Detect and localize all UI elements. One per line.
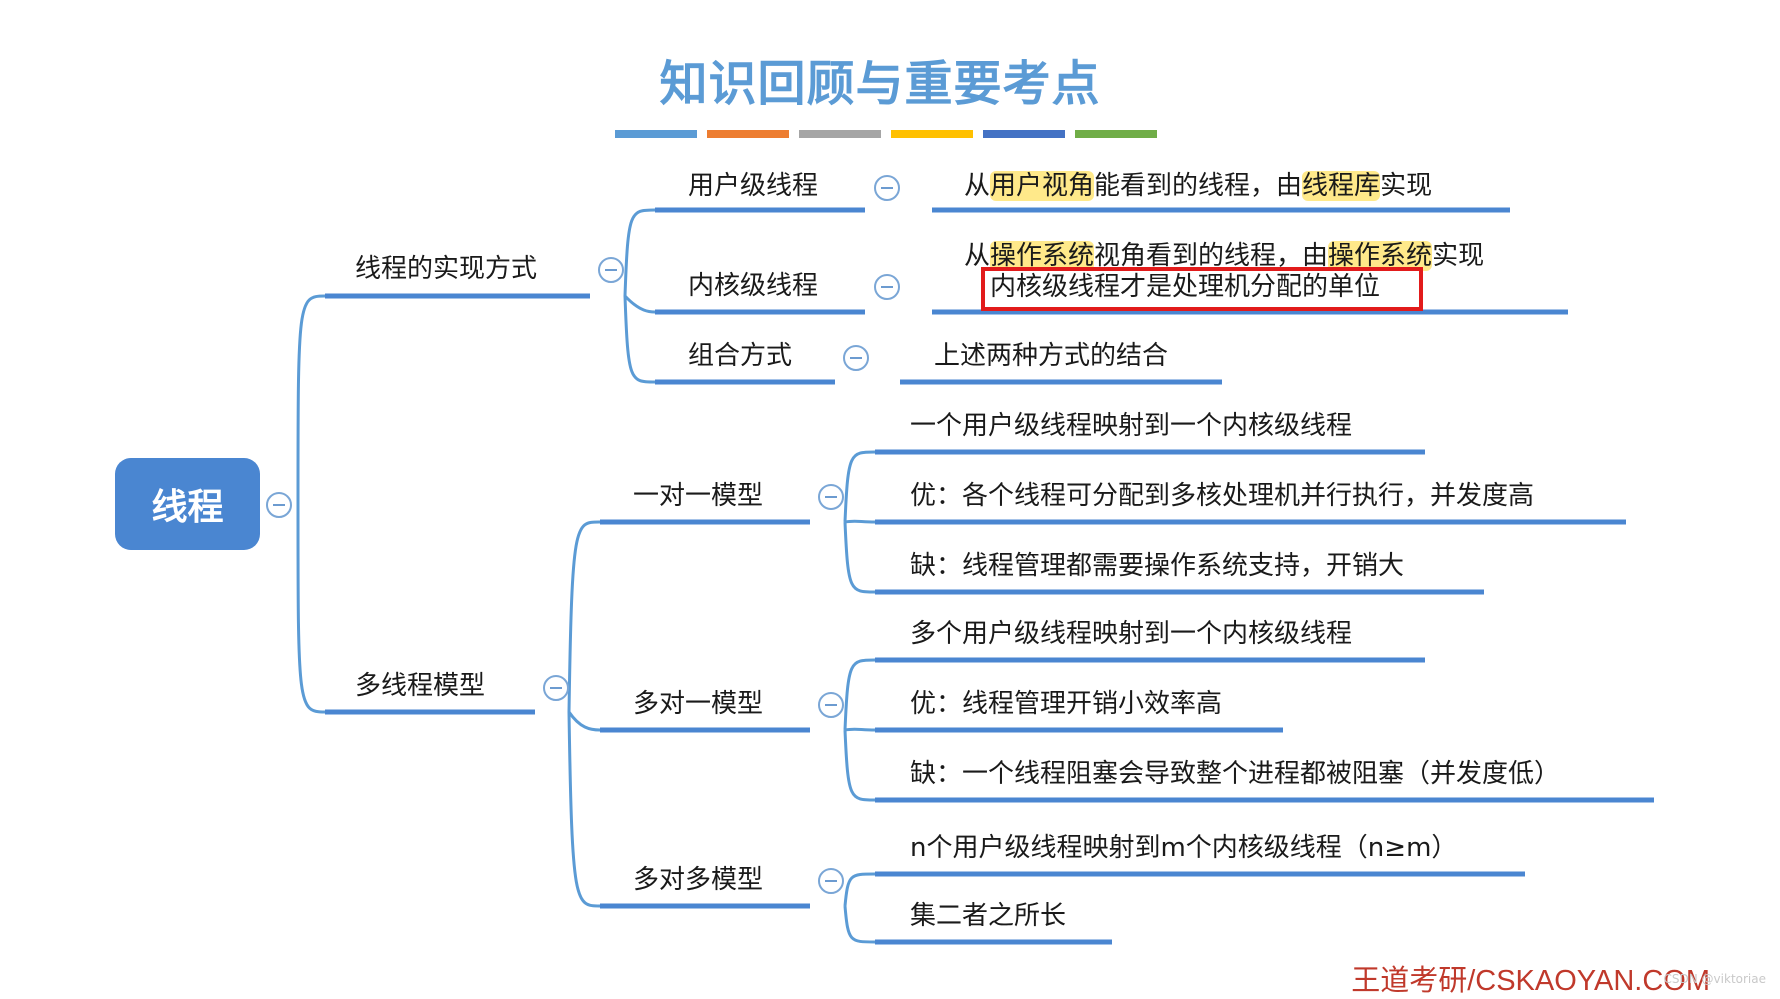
collapse-user-level-icon[interactable]: [874, 175, 900, 201]
node-one-to-one[interactable]: 一对一模型: [633, 481, 764, 511]
text-part: 从: [964, 171, 991, 201]
highlight-text: 线程库: [1302, 171, 1381, 201]
node-many-to-many[interactable]: 多对多模型: [633, 865, 764, 895]
text-part: 能看到的线程，由: [1094, 171, 1303, 201]
desc-user-level-thread: 从用户视角能看到的线程，由线程库实现: [964, 170, 1432, 202]
page-title: 知识回顾与重要考点: [659, 56, 1101, 112]
collapse-one-to-one-icon[interactable]: [818, 484, 844, 510]
highlight-text: 操作系统: [990, 241, 1095, 271]
swatch-gray: [799, 130, 881, 138]
desc-combined-mode: 上述两种方式的结合: [934, 341, 1169, 371]
branch-multithread-models[interactable]: 多线程模型: [355, 671, 486, 701]
swatch-yellow: [891, 130, 973, 138]
point-many-to-one-pro: 优：线程管理开销小效率高: [910, 689, 1223, 719]
branch-implementation[interactable]: 线程的实现方式: [355, 254, 538, 284]
node-user-level-thread[interactable]: 用户级线程: [688, 171, 819, 201]
collapse-branch2-icon[interactable]: [543, 675, 569, 701]
swatch-blue: [615, 130, 697, 138]
collapse-many-to-one-icon[interactable]: [818, 692, 844, 718]
point-many-to-many-merit: 集二者之所长: [910, 901, 1067, 931]
note-kernel-allocation-unit: 内核级线程才是处理机分配的单位: [990, 272, 1381, 302]
point-many-to-one-mapping: 多个用户级线程映射到一个内核级线程: [910, 619, 1353, 649]
highlight-text: 用户视角: [990, 171, 1095, 201]
text-part: 视角看到的线程，由: [1094, 241, 1329, 271]
highlight-text: 操作系统: [1328, 241, 1433, 271]
desc-kernel-level-thread: 从操作系统视角看到的线程，由操作系统实现: [964, 240, 1484, 272]
point-one-to-one-con: 缺：线程管理都需要操作系统支持，开销大: [910, 551, 1405, 581]
node-many-to-one[interactable]: 多对一模型: [633, 689, 764, 719]
text-part: 实现: [1380, 171, 1433, 201]
text-part: 从: [964, 241, 991, 271]
collapse-combined-icon[interactable]: [843, 345, 869, 371]
swatch-orange: [707, 130, 789, 138]
collapse-branch1-icon[interactable]: [598, 257, 624, 283]
point-many-to-many-mapping: n个用户级线程映射到m个内核级线程（n≥m）: [910, 833, 1458, 863]
collapse-many-to-many-icon[interactable]: [818, 868, 844, 894]
text-part: 实现: [1432, 241, 1485, 271]
root-node-thread[interactable]: 线程: [115, 458, 260, 550]
swatch-green: [1075, 130, 1157, 138]
watermark-text: 王道考研/CSKAOYAN.COM: [1351, 965, 1710, 997]
point-one-to-one-pro: 优：各个线程可分配到多核处理机并行执行，并发度高: [910, 481, 1535, 511]
swatch-darkblue: [983, 130, 1065, 138]
node-combined-mode[interactable]: 组合方式: [688, 341, 793, 371]
csdn-credit: CSDN @viktoriae: [1663, 972, 1766, 986]
red-highlight-box: [981, 267, 1423, 311]
collapse-kernel-level-icon[interactable]: [874, 274, 900, 300]
point-many-to-one-con: 缺：一个线程阻塞会导致整个进程都被阻塞（并发度低）: [910, 759, 1561, 789]
collapse-root-icon[interactable]: [266, 492, 292, 518]
node-kernel-level-thread[interactable]: 内核级线程: [688, 271, 819, 301]
point-one-to-one-mapping: 一个用户级线程映射到一个内核级线程: [910, 411, 1353, 441]
